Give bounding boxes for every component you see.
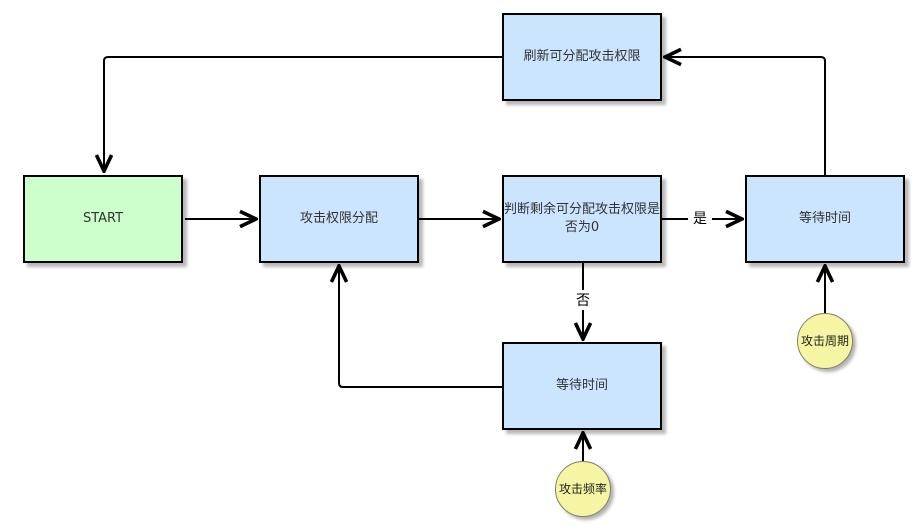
edge-refresh-to-start — [104, 56, 502, 170]
node-label: 攻击权限分配 — [299, 210, 378, 226]
node-refresh-attack-permission: 刷新可分配攻击权限 — [502, 13, 662, 101]
node-attack-permission-allocation: 攻击权限分配 — [259, 175, 419, 263]
node-attack-frequency: 攻击频率 — [555, 461, 611, 517]
node-label: 攻击周期 — [800, 333, 849, 348]
edge-wait-right-to-refresh — [666, 57, 826, 175]
node-attack-cycle: 攻击周期 — [797, 313, 853, 369]
node-check-remaining-permission-zero: 判断剩余可分配攻击权限是否为0 — [502, 175, 662, 263]
edge-label-yes: 是 — [688, 208, 712, 228]
node-label: START — [82, 210, 124, 226]
node-label: 刷新可分配攻击权限 — [523, 48, 641, 64]
node-label: 攻击频率 — [558, 481, 607, 496]
edge-label-no: 否 — [571, 290, 595, 310]
edge-wait-bottom-to-allocate — [339, 267, 502, 388]
node-label: 判断剩余可分配攻击权限是否为0 — [504, 201, 661, 235]
node-start: START — [23, 175, 183, 263]
node-wait-time-bottom: 等待时间 — [502, 342, 662, 430]
node-label: 等待时间 — [798, 210, 851, 226]
node-label: 等待时间 — [555, 377, 608, 393]
node-wait-time-right: 等待时间 — [745, 175, 905, 263]
